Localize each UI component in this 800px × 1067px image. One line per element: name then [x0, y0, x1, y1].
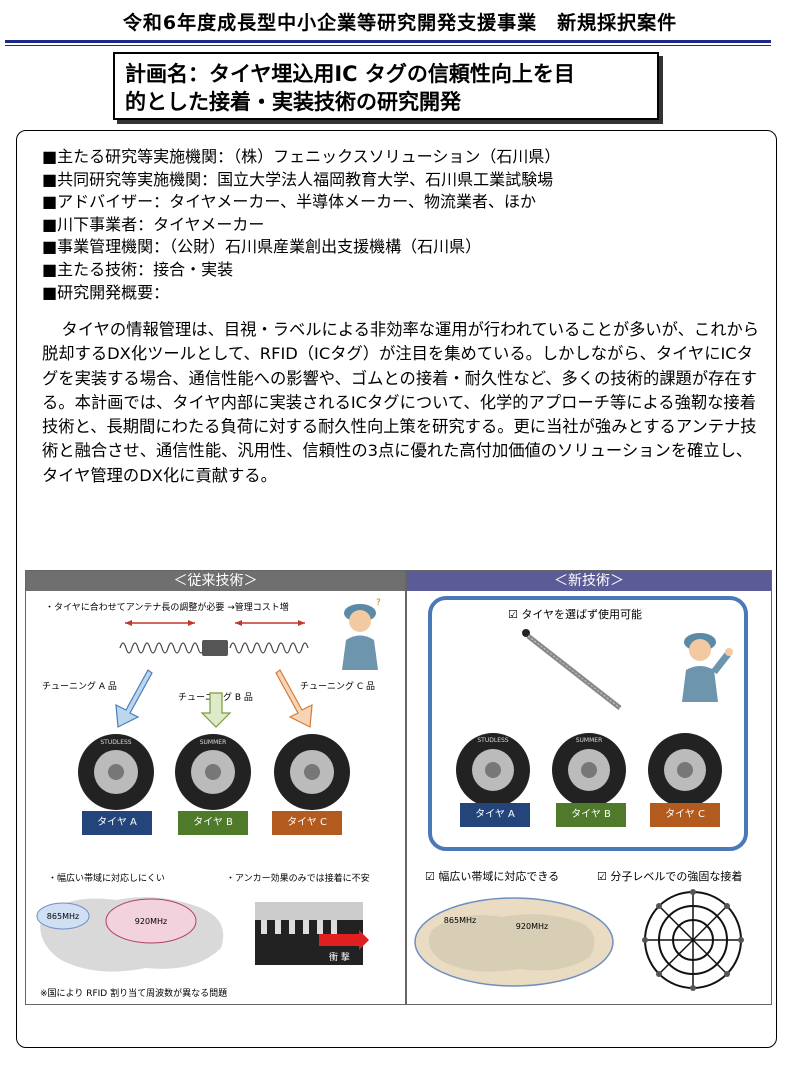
- header-rule-thin: [5, 45, 771, 46]
- page-header: 令和6年度成長型中小企業等研究開発支援事業 新規採択案件: [122, 12, 678, 34]
- tire-a-tag-left: タイヤ A: [82, 811, 152, 835]
- freq-865-left: 865MHz: [47, 912, 79, 921]
- tire-b-tag-right: タイヤ B: [556, 803, 626, 827]
- antenna-coil-illustration: [119, 620, 309, 656]
- tire-c-tag-left: タイヤ C: [272, 811, 342, 835]
- tire-b-tag-left: タイヤ B: [178, 811, 248, 835]
- info-downstream: ■川下事業者：タイヤメーカー: [42, 214, 265, 234]
- overview-paragraph: タイヤの情報管理は、目視・ラベルによる非効率な運用が行われていることが多いが、こ…: [42, 320, 760, 485]
- tuning-arrows: [115, 669, 313, 728]
- info-joint-institution: ■共同研究等実施機関：国立大学法人福岡教育大学、石川県工業試験場: [42, 169, 554, 189]
- tire-text-studless: STUDLESS: [100, 739, 131, 746]
- freq-865-right: 865MHz: [444, 916, 476, 925]
- wide-band-check: ☑ 幅広い帯域に対応できる: [425, 870, 560, 883]
- worker-happy-illustration: [682, 633, 733, 702]
- new-tech-title: ＜新技術＞: [407, 571, 771, 591]
- new-tech-tires: STUDLESS SUMMER: [456, 733, 722, 807]
- anchor-note: ・アンカー効果のみでは接着に不安: [226, 874, 370, 884]
- plan-title-box: 計画名：タイヤ埋込用IC タグの信頼性向上を目 的とした接着・実装技術の研究開発: [113, 52, 659, 120]
- info-technology: ■主たる技術：接合・実装: [42, 259, 234, 279]
- worker-worried-illustration: ?: [342, 598, 381, 670]
- plan-title-line-2: 的とした接着・実装技術の研究開発: [125, 90, 461, 114]
- conventional-tech-title: ＜従来技術＞: [26, 571, 405, 591]
- header-rule: [5, 40, 771, 43]
- tire-a-tag-right: タイヤ A: [460, 803, 530, 827]
- antenna-adjust-note: ・タイヤに合わせてアンテナ長の調整が必要 →管理コスト増: [45, 603, 289, 613]
- freq-920-right: 920MHz: [516, 922, 548, 931]
- svg-text:?: ?: [376, 598, 381, 608]
- tire-text-studless-right: STUDLESS: [477, 737, 508, 744]
- info-advisor: ■アドバイザー：タイヤメーカー、半導体メーカー、物流業者、ほか: [42, 192, 536, 212]
- frequency-problem-note: ※国により RFID 割り当て周波数が異なる問題: [40, 989, 228, 999]
- info-overview-label: ■研究開発概要：: [42, 282, 170, 302]
- tire-text-summer-right: SUMMER: [576, 737, 603, 744]
- tuning-a-label: チューニング A 品: [42, 682, 117, 692]
- info-management: ■事業管理機関：（公財）石川県産業創出支援機構（石川県）: [42, 237, 482, 257]
- plan-title-line-1: 計画名：タイヤ埋込用IC タグの信頼性向上を目: [125, 62, 575, 86]
- any-tire-check: ☑ タイヤを選ばず使用可能: [508, 608, 643, 621]
- impact-label: 衝 撃: [329, 951, 350, 963]
- world-map-right: 865MHz 920MHz: [414, 897, 614, 987]
- band-note: ・幅広い帯域に対応しにくい: [48, 874, 165, 884]
- conventional-tires: STUDLESS SUMMER: [78, 734, 350, 810]
- tire-c-tag-right: タイヤ C: [650, 803, 720, 827]
- tire-text-summer: SUMMER: [200, 739, 227, 746]
- anchor-effect-illustration: 衝 撃: [255, 902, 369, 965]
- molecular-bond-check: ☑ 分子レベルでの強固な接着: [597, 870, 743, 883]
- info-list: ■主たる研究等実施機関：（株）フェニックスソリューション（石川県） ■共同研究等…: [42, 146, 762, 304]
- new-tech-frame: [428, 596, 748, 851]
- tuning-c-label: チューニング C 品: [300, 682, 376, 692]
- new-antenna-illustration: [522, 629, 622, 710]
- info-main-institution: ■主たる研究等実施機関：（株）フェニックスソリューション（石川県）: [42, 147, 561, 166]
- freq-920-left: 920MHz: [135, 917, 167, 926]
- molecular-structure-illustration: [642, 889, 744, 991]
- world-map-left: 865MHz 920MHz: [36, 897, 224, 972]
